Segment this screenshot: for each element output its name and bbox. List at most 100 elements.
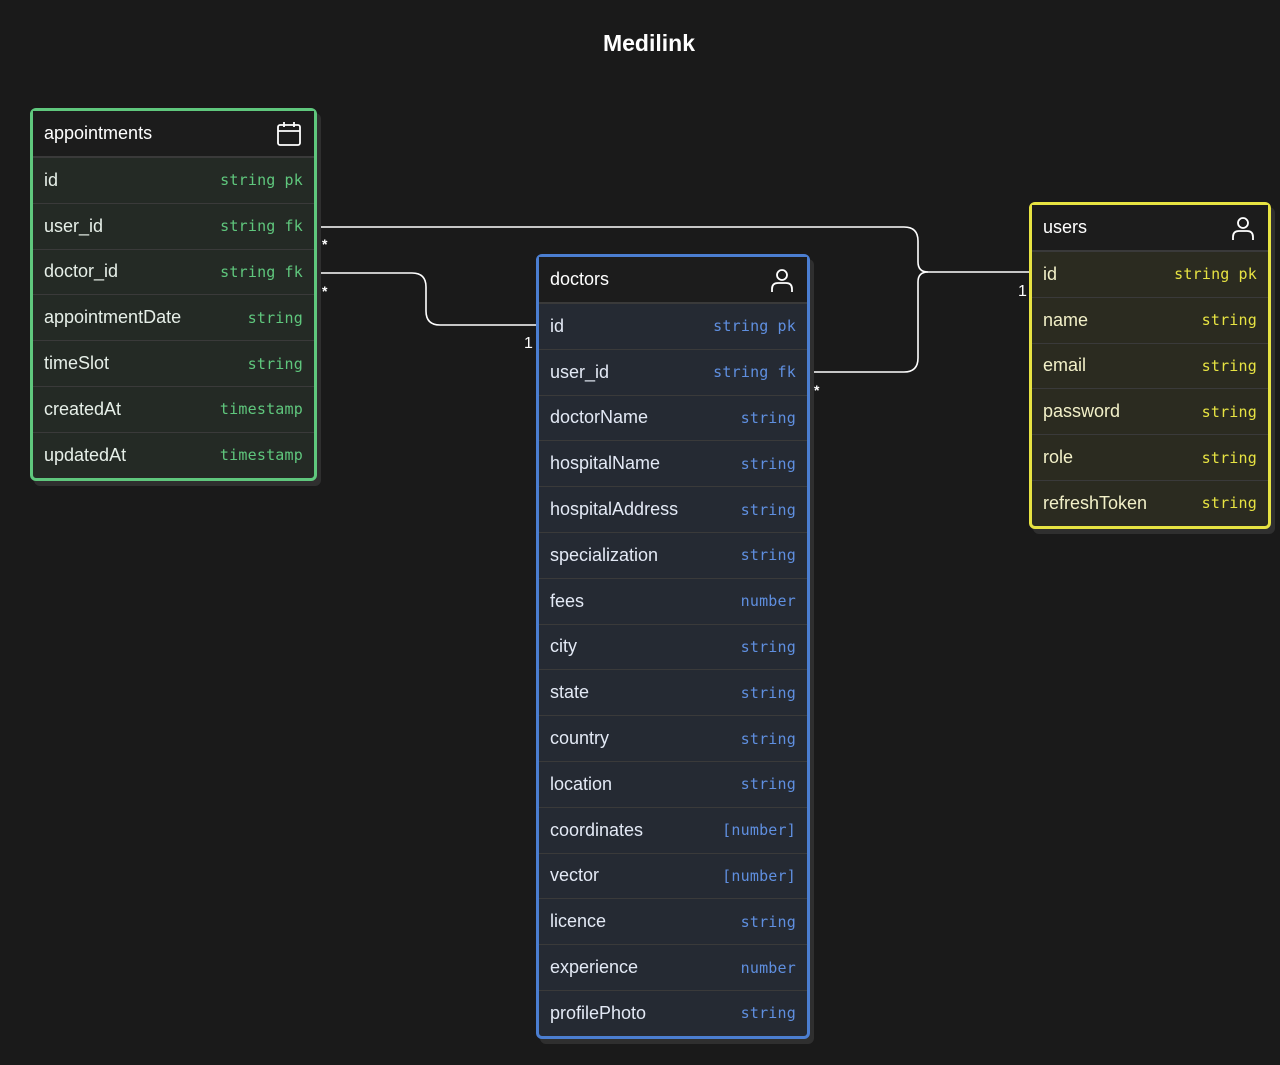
field-row-updatedAt[interactable]: updatedAt timestamp [33, 431, 314, 478]
field-type: string [713, 317, 769, 336]
field-row-location[interactable]: location string [539, 760, 807, 807]
field-type: string [740, 775, 796, 794]
field-type: string [247, 354, 303, 373]
field-name: fees [550, 590, 585, 611]
field-row-country[interactable]: country string [539, 715, 807, 761]
primary-key-badge: pk [284, 171, 303, 190]
field-type-group: string [741, 455, 796, 473]
field-type: string [247, 308, 303, 327]
field-name: experience [550, 957, 639, 978]
field-type-group: string pk [1174, 265, 1257, 283]
table-name: users [1043, 217, 1088, 237]
field-name: refreshToken [1043, 492, 1148, 513]
field-type-group: timestamp [220, 446, 303, 464]
field-name: updatedAt [44, 444, 127, 465]
calendar-icon [275, 120, 303, 148]
field-name: role [1043, 447, 1074, 468]
field-row-vector[interactable]: vector [number] [539, 852, 807, 899]
field-name: country [550, 728, 610, 749]
field-type-group: timestamp [220, 400, 303, 418]
field-type-group: string [741, 501, 796, 519]
field-row-coordinates[interactable]: coordinates [number] [539, 806, 807, 853]
field-type-group: string [1202, 403, 1257, 421]
field-name: vector [550, 865, 600, 886]
field-name: id [550, 315, 565, 336]
field-row-profilePhoto[interactable]: profilePhoto string [539, 989, 807, 1036]
field-type-group: string [741, 775, 796, 793]
field-name: appointmentDate [44, 307, 182, 328]
field-name: doctor_id [44, 261, 119, 282]
field-row-user_id[interactable]: user_id string fk [33, 202, 314, 249]
foreign-key-badge: fk [284, 217, 303, 236]
field-type-group: string [1202, 449, 1257, 467]
field-type: string [1201, 356, 1257, 375]
field-type: string [1201, 311, 1257, 330]
field-name: id [44, 169, 59, 190]
field-type-group: [number] [722, 867, 796, 885]
field-type: string [740, 500, 796, 519]
user-icon [1229, 214, 1257, 242]
primary-key-badge: pk [1238, 265, 1257, 284]
table-header: doctors [539, 257, 807, 303]
relation-appointments-users [313, 226, 1031, 273]
field-type: timestamp [219, 400, 303, 419]
field-name: city [550, 636, 577, 657]
field-row-password[interactable]: password string [1032, 388, 1268, 434]
field-type-group: string [1202, 311, 1257, 329]
field-type-group: string [1202, 494, 1257, 512]
field-type: [number] [722, 821, 796, 840]
field-type: string [1174, 265, 1230, 284]
field-row-appointmentDate[interactable]: appointmentDate string [33, 294, 314, 340]
relation-appointments-doctors [313, 272, 541, 326]
field-row-email[interactable]: email string [1032, 342, 1268, 389]
field-type-group: string [1202, 357, 1257, 375]
field-name: profilePhoto [550, 1002, 647, 1023]
field-type-group: string [741, 1004, 796, 1022]
field-type: string [740, 729, 796, 748]
cardinality-many: * [814, 382, 820, 398]
field-name: licence [550, 911, 607, 932]
field-type: [number] [722, 866, 796, 885]
field-row-refreshToken[interactable]: refreshToken string [1032, 479, 1268, 526]
cardinality-many: * [322, 283, 328, 299]
foreign-key-badge: fk [777, 363, 796, 382]
field-type-group: number [741, 959, 796, 977]
field-type-group: [number] [722, 821, 796, 839]
field-row-role[interactable]: role string [1032, 434, 1268, 480]
cardinality-many: * [322, 236, 328, 252]
field-name: user_id [44, 215, 104, 236]
user-icon [768, 266, 796, 294]
field-type: number [740, 958, 796, 977]
field-name: email [1043, 355, 1087, 376]
cardinality-one: 1 [524, 335, 533, 352]
field-name: coordinates [550, 819, 644, 840]
field-type: string [713, 363, 769, 382]
field-type-group: string [248, 355, 303, 373]
field-row-experience[interactable]: experience number [539, 944, 807, 990]
field-type-group: string [741, 684, 796, 702]
field-name: location [550, 773, 613, 794]
field-name: password [1043, 401, 1121, 422]
field-type: string [220, 217, 276, 236]
field-name: doctorName [550, 407, 649, 428]
